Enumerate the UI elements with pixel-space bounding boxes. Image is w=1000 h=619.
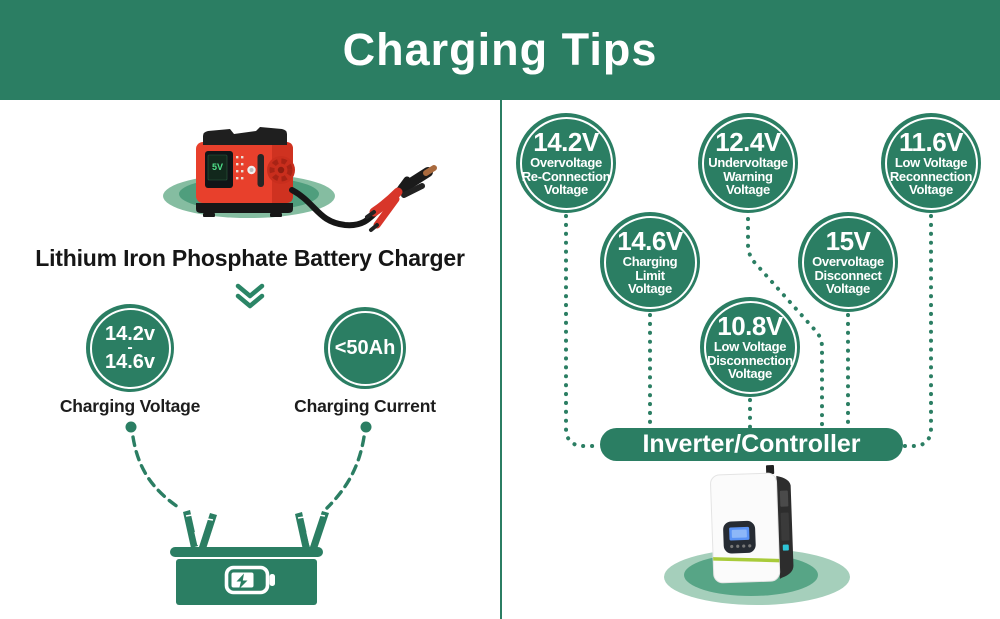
circle-ring [603, 215, 697, 309]
charger-lcd-text: 5V [212, 162, 223, 172]
spec-circle-charging-voltage: 14.2v - 14.6v [86, 304, 174, 392]
battery-charge-icon [224, 565, 275, 595]
connector-11-6v [902, 214, 933, 448]
circle-ring [519, 116, 613, 210]
inverter-accent-stripe [713, 557, 780, 563]
header-banner: Charging Tips [0, 0, 1000, 100]
charger-illustration: 5V [163, 127, 437, 232]
circle-ring [703, 300, 797, 394]
connector-12-4v [746, 217, 824, 429]
charger-indicator-lights [236, 156, 244, 180]
connector-14-2v [564, 214, 601, 448]
battery-illustration [125, 421, 372, 605]
inverter-device [710, 464, 794, 584]
voltage-node-15v: 15V Overvoltage Disconnect Voltage [798, 212, 898, 312]
circle-ring [89, 307, 171, 389]
voltage-node-12-4v: 12.4V Undervoltage Warning Voltage [698, 113, 798, 213]
inverter-illustration [664, 464, 850, 605]
inverter-buttons [730, 544, 752, 549]
battery-clamp-left-icon [183, 510, 217, 549]
product-title: Lithium Iron Phosphate Battery Charger [35, 245, 465, 271]
dashed-line-left [131, 435, 183, 511]
spec-circle-charging-current: <50Ah [324, 307, 406, 389]
battery-clamp-right-icon [295, 511, 329, 550]
spec-label-charging-voltage: Charging Voltage [59, 396, 201, 416]
spec-label-charging-current: Charging Current [294, 396, 436, 416]
charger-handle [203, 127, 287, 145]
chevron-down-icon [235, 283, 265, 309]
circle-ring [884, 116, 978, 210]
circle-ring [327, 310, 403, 386]
voltage-node-14-2v: 14.2V Overvoltage Re-Connection Voltage [516, 113, 616, 213]
circle-ring [801, 215, 895, 309]
dashed-line-right [325, 435, 366, 510]
inverter-controller-pill: Inverter/Controller [600, 428, 903, 461]
dotted-connector-lines [564, 214, 933, 448]
voltage-node-14-6v: 14.6V Charging Limit Voltage [600, 212, 700, 312]
page-title: Charging Tips [342, 24, 658, 75]
red-clamp-icon [365, 176, 411, 232]
vertical-divider [500, 100, 502, 619]
connector-dot-right [360, 421, 372, 433]
voltage-node-11-6v: 11.6V Low Voltage Reconnection Voltage [881, 113, 981, 213]
lightning-bolt-icon [236, 573, 248, 589]
battery-lid [170, 547, 323, 557]
circle-ring [701, 116, 795, 210]
voltage-node-10-8v: 10.8V Low Voltage Disconnection Voltage [700, 297, 800, 397]
connector-dot-left [125, 421, 137, 433]
